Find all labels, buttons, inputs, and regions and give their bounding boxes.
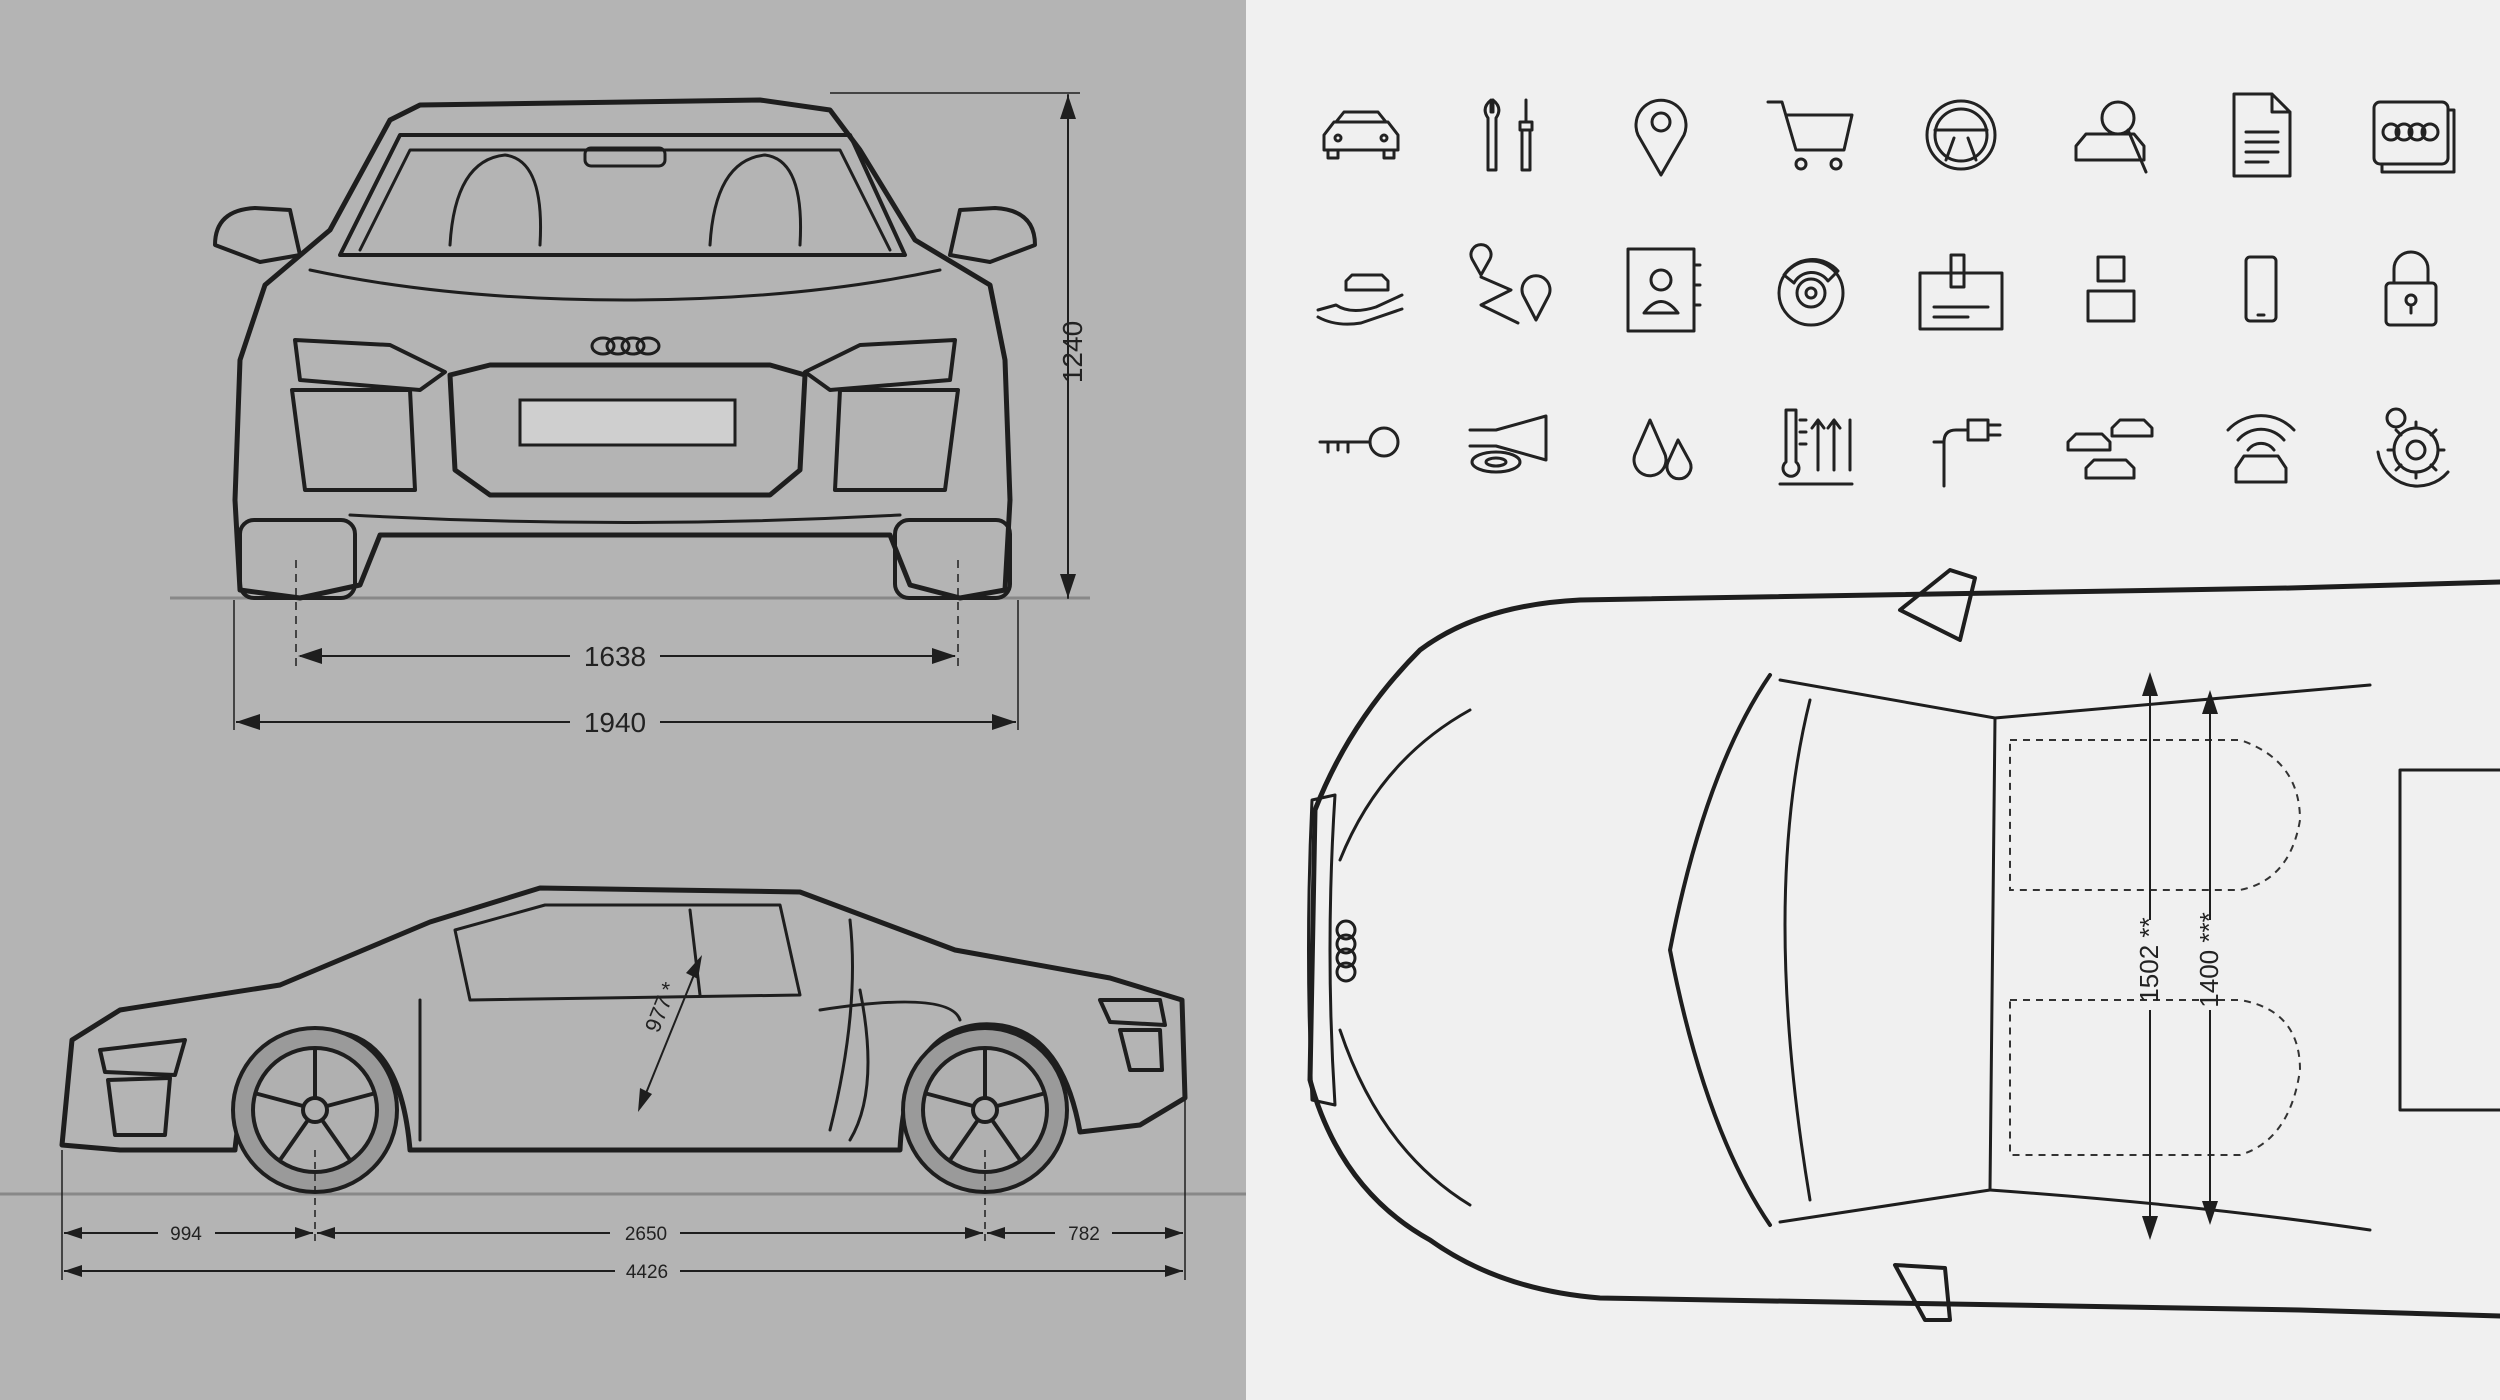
overall-length-label: 4426 [626,1262,668,1283]
left-blueprint-panel: 1240 1638 1940 [0,0,1246,1400]
location-pin-icon[interactable] [1606,80,1716,190]
heated-seat-icon[interactable] [1756,390,1866,500]
user-icon[interactable] [2056,235,2166,345]
fluid-drops-icon[interactable] [1606,390,1716,500]
car-front-icon[interactable] [1306,80,1416,190]
padlock-icon[interactable] [2356,235,2466,345]
route-icon[interactable] [1456,235,1566,345]
wheelbase-label: 2650 [625,1224,667,1245]
audi-rings-icon[interactable] [2356,80,2466,190]
overall-width-label: 1940 [584,707,646,738]
front-view-drawing: 1240 1638 1940 [170,92,1090,738]
id-card-icon[interactable] [1906,235,2016,345]
brake-disc-icon[interactable] [1756,235,1866,345]
car-in-hand-icon[interactable] [1306,235,1416,345]
car-search-icon[interactable] [2056,80,2166,190]
smartphone-icon[interactable] [2206,235,2316,345]
right-panel: 1502 ** 1400 *** [1246,0,2500,1400]
track-width-label: 1638 [584,641,646,672]
car-drawings: 1240 1638 1940 [0,92,1246,1283]
tools-icon[interactable] [1456,80,1566,190]
side-view-drawing: 977 * 994 2650 [0,885,1246,1283]
headroom-label: 977 * [640,978,683,1035]
steering-wheel-icon[interactable] [1906,80,2016,190]
contact-book-icon[interactable] [1606,235,1716,345]
charging-plug-icon[interactable] [1906,390,2016,500]
shopping-cart-icon[interactable] [1756,80,1866,190]
front-overhang-label: 994 [170,1224,202,1245]
interior-width-2-label: 1400 *** [2194,912,2224,1007]
horn-icon[interactable] [1456,390,1566,500]
interior-width-1-label: 1502 ** [2134,917,2164,1002]
top-view-drawing: 1502 ** 1400 *** [1307,568,2500,1322]
connected-car-icon[interactable] [2206,390,2316,500]
service-gear-icon[interactable] [2356,390,2466,500]
rear-overhang-label: 782 [1068,1224,1100,1245]
multiple-cars-icon[interactable] [2056,390,2166,500]
key-icon[interactable] [1306,390,1416,500]
front-height-label: 1240 [1057,321,1088,383]
icon-grid [1306,80,2466,500]
document-icon[interactable] [2206,80,2316,190]
